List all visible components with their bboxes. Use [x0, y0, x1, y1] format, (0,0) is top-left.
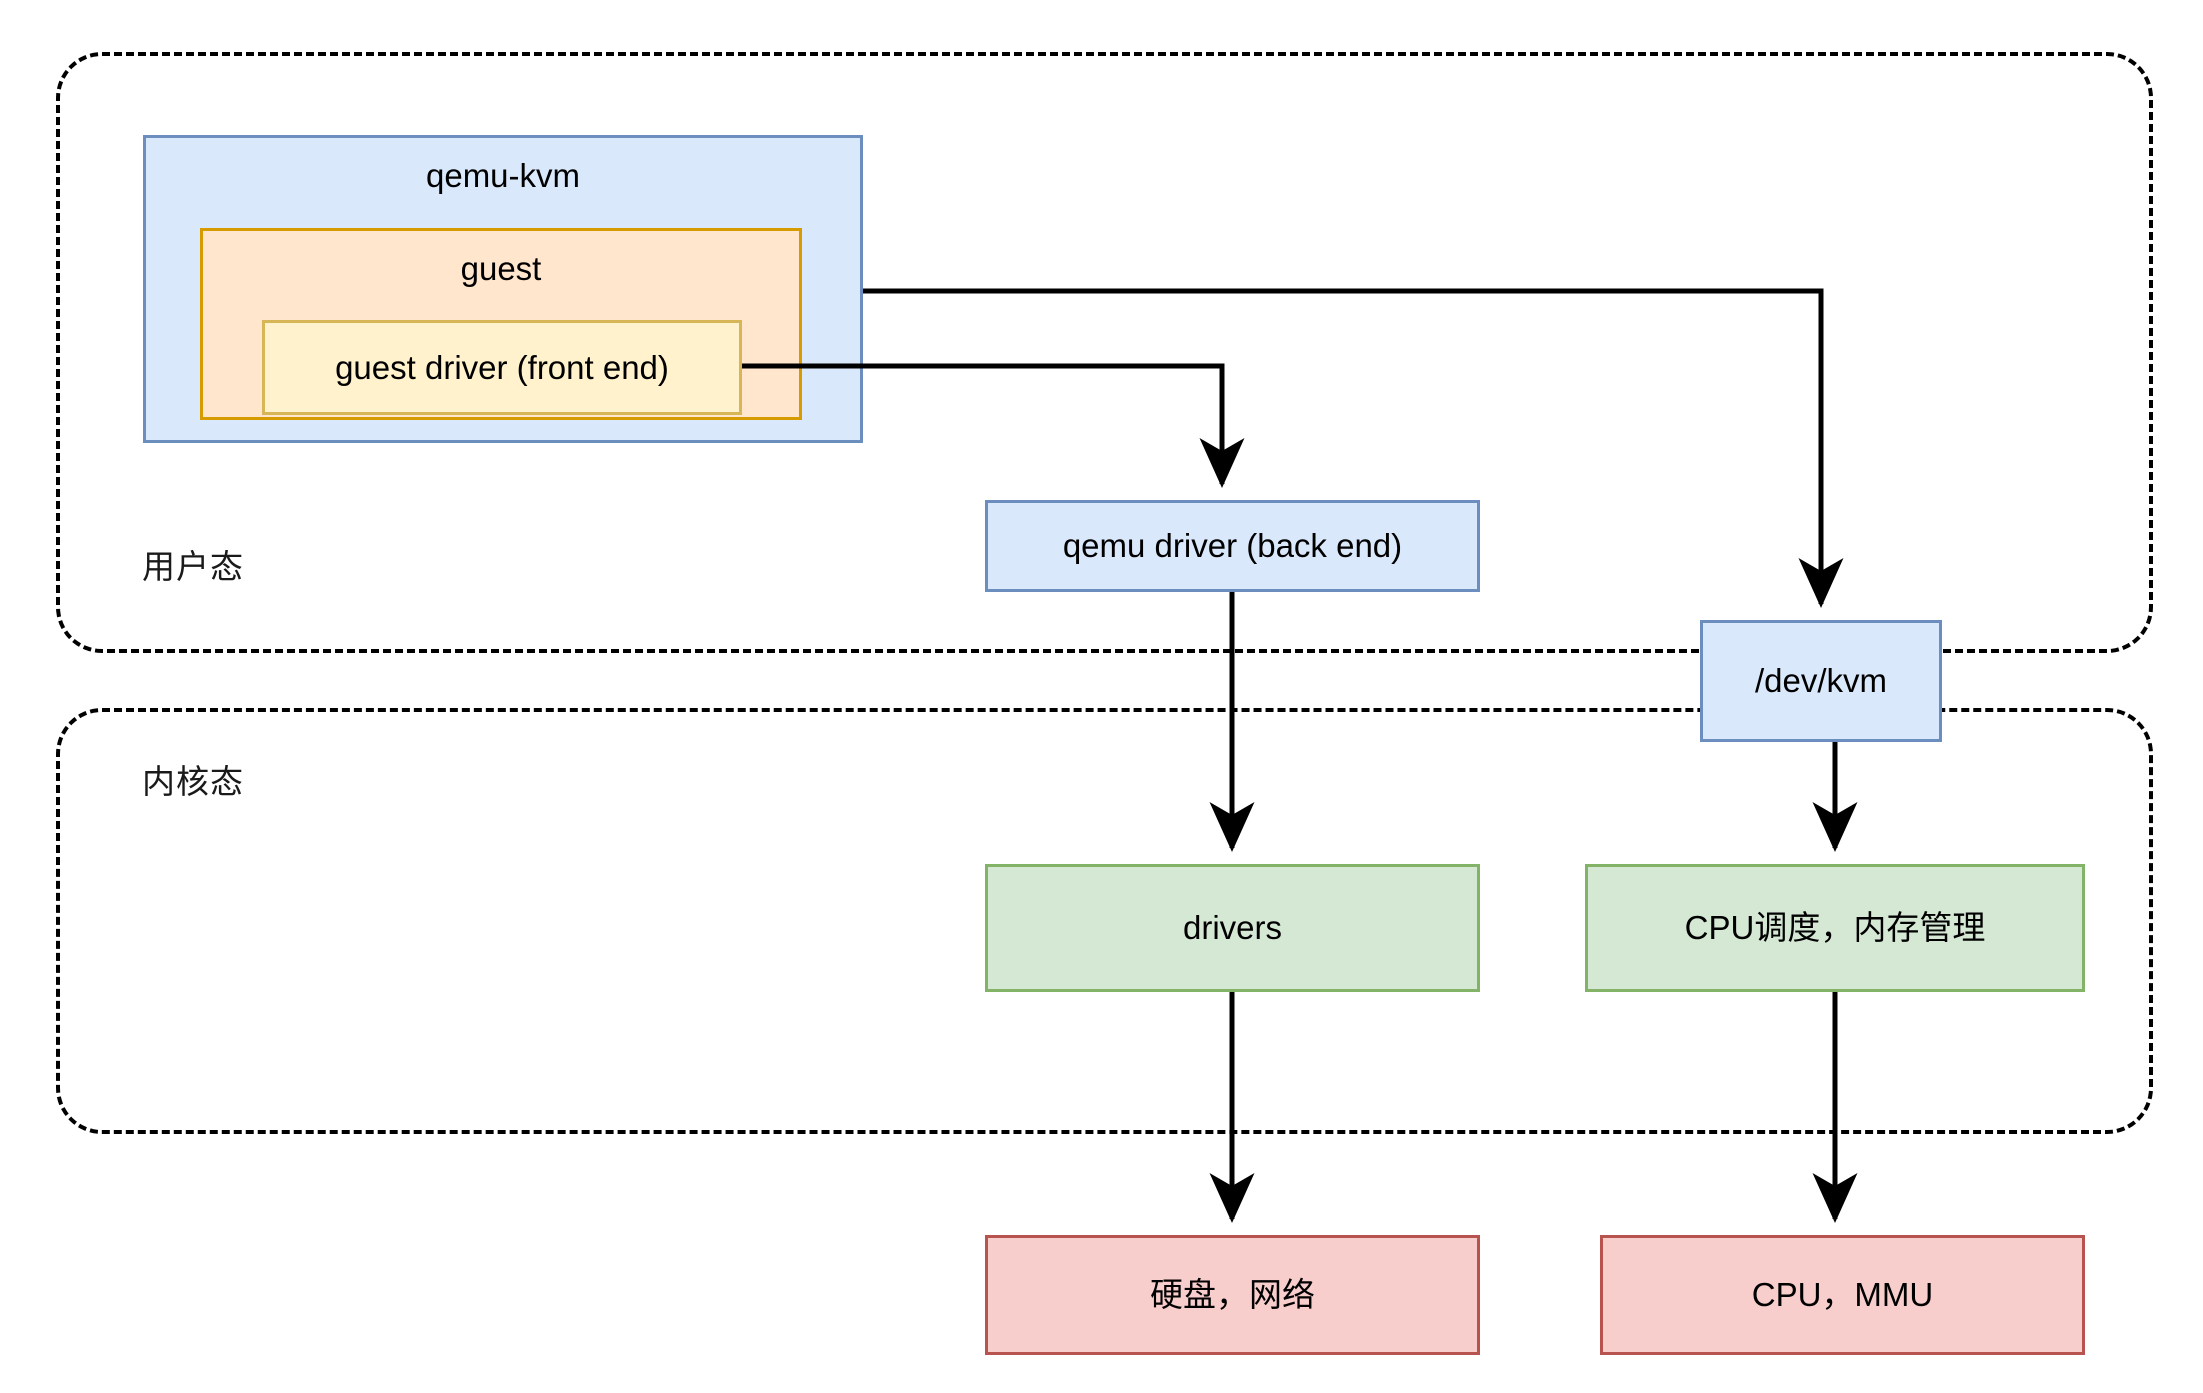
- node-drivers[interactable]: drivers: [985, 864, 1480, 992]
- node-dev-kvm[interactable]: /dev/kvm: [1700, 620, 1942, 742]
- zone-kernel-mode-label: 内核态: [142, 763, 244, 800]
- node-cpu-sched-mem[interactable]: CPU调度，内存管理: [1585, 864, 2085, 992]
- zone-user-mode: [56, 52, 2153, 653]
- node-cpu-mmu[interactable]: CPU，MMU: [1600, 1235, 2085, 1355]
- zone-kernel-mode: [56, 708, 2153, 1134]
- node-cpu-mmu-label: CPU，MMU: [1751, 1276, 1934, 1314]
- zone-user-mode-label: 用户态: [142, 548, 244, 585]
- node-disk-network-label: 硬盘，网络: [1150, 1276, 1315, 1314]
- node-cpu-sched-mem-label: CPU调度，内存管理: [1684, 909, 1986, 947]
- node-dev-kvm-label: /dev/kvm: [1754, 662, 1888, 700]
- node-disk-network[interactable]: 硬盘，网络: [985, 1235, 1480, 1355]
- node-guest-label: guest: [460, 250, 542, 287]
- node-qemu-driver-label: qemu driver (back end): [1062, 527, 1403, 565]
- node-guest-driver-label: guest driver (front end): [335, 348, 669, 386]
- node-qemu-kvm-label: qemu-kvm: [425, 157, 581, 194]
- node-drivers-label: drivers: [1182, 909, 1283, 947]
- node-guest-driver[interactable]: guest driver (front end): [262, 320, 742, 415]
- node-qemu-driver[interactable]: qemu driver (back end): [985, 500, 1480, 592]
